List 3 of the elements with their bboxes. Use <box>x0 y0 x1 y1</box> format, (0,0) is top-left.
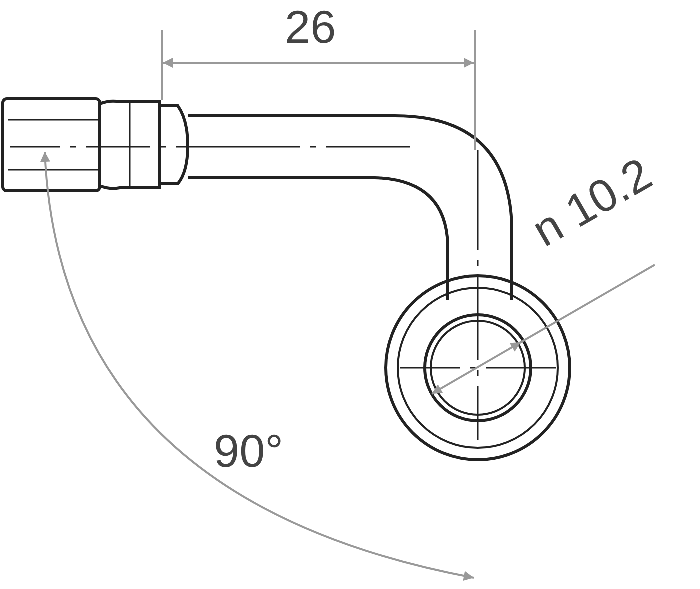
dimension-label: 26 <box>285 4 336 50</box>
dimension-label: n 10.2 <box>525 150 659 254</box>
angle-label: 90° <box>214 428 284 474</box>
